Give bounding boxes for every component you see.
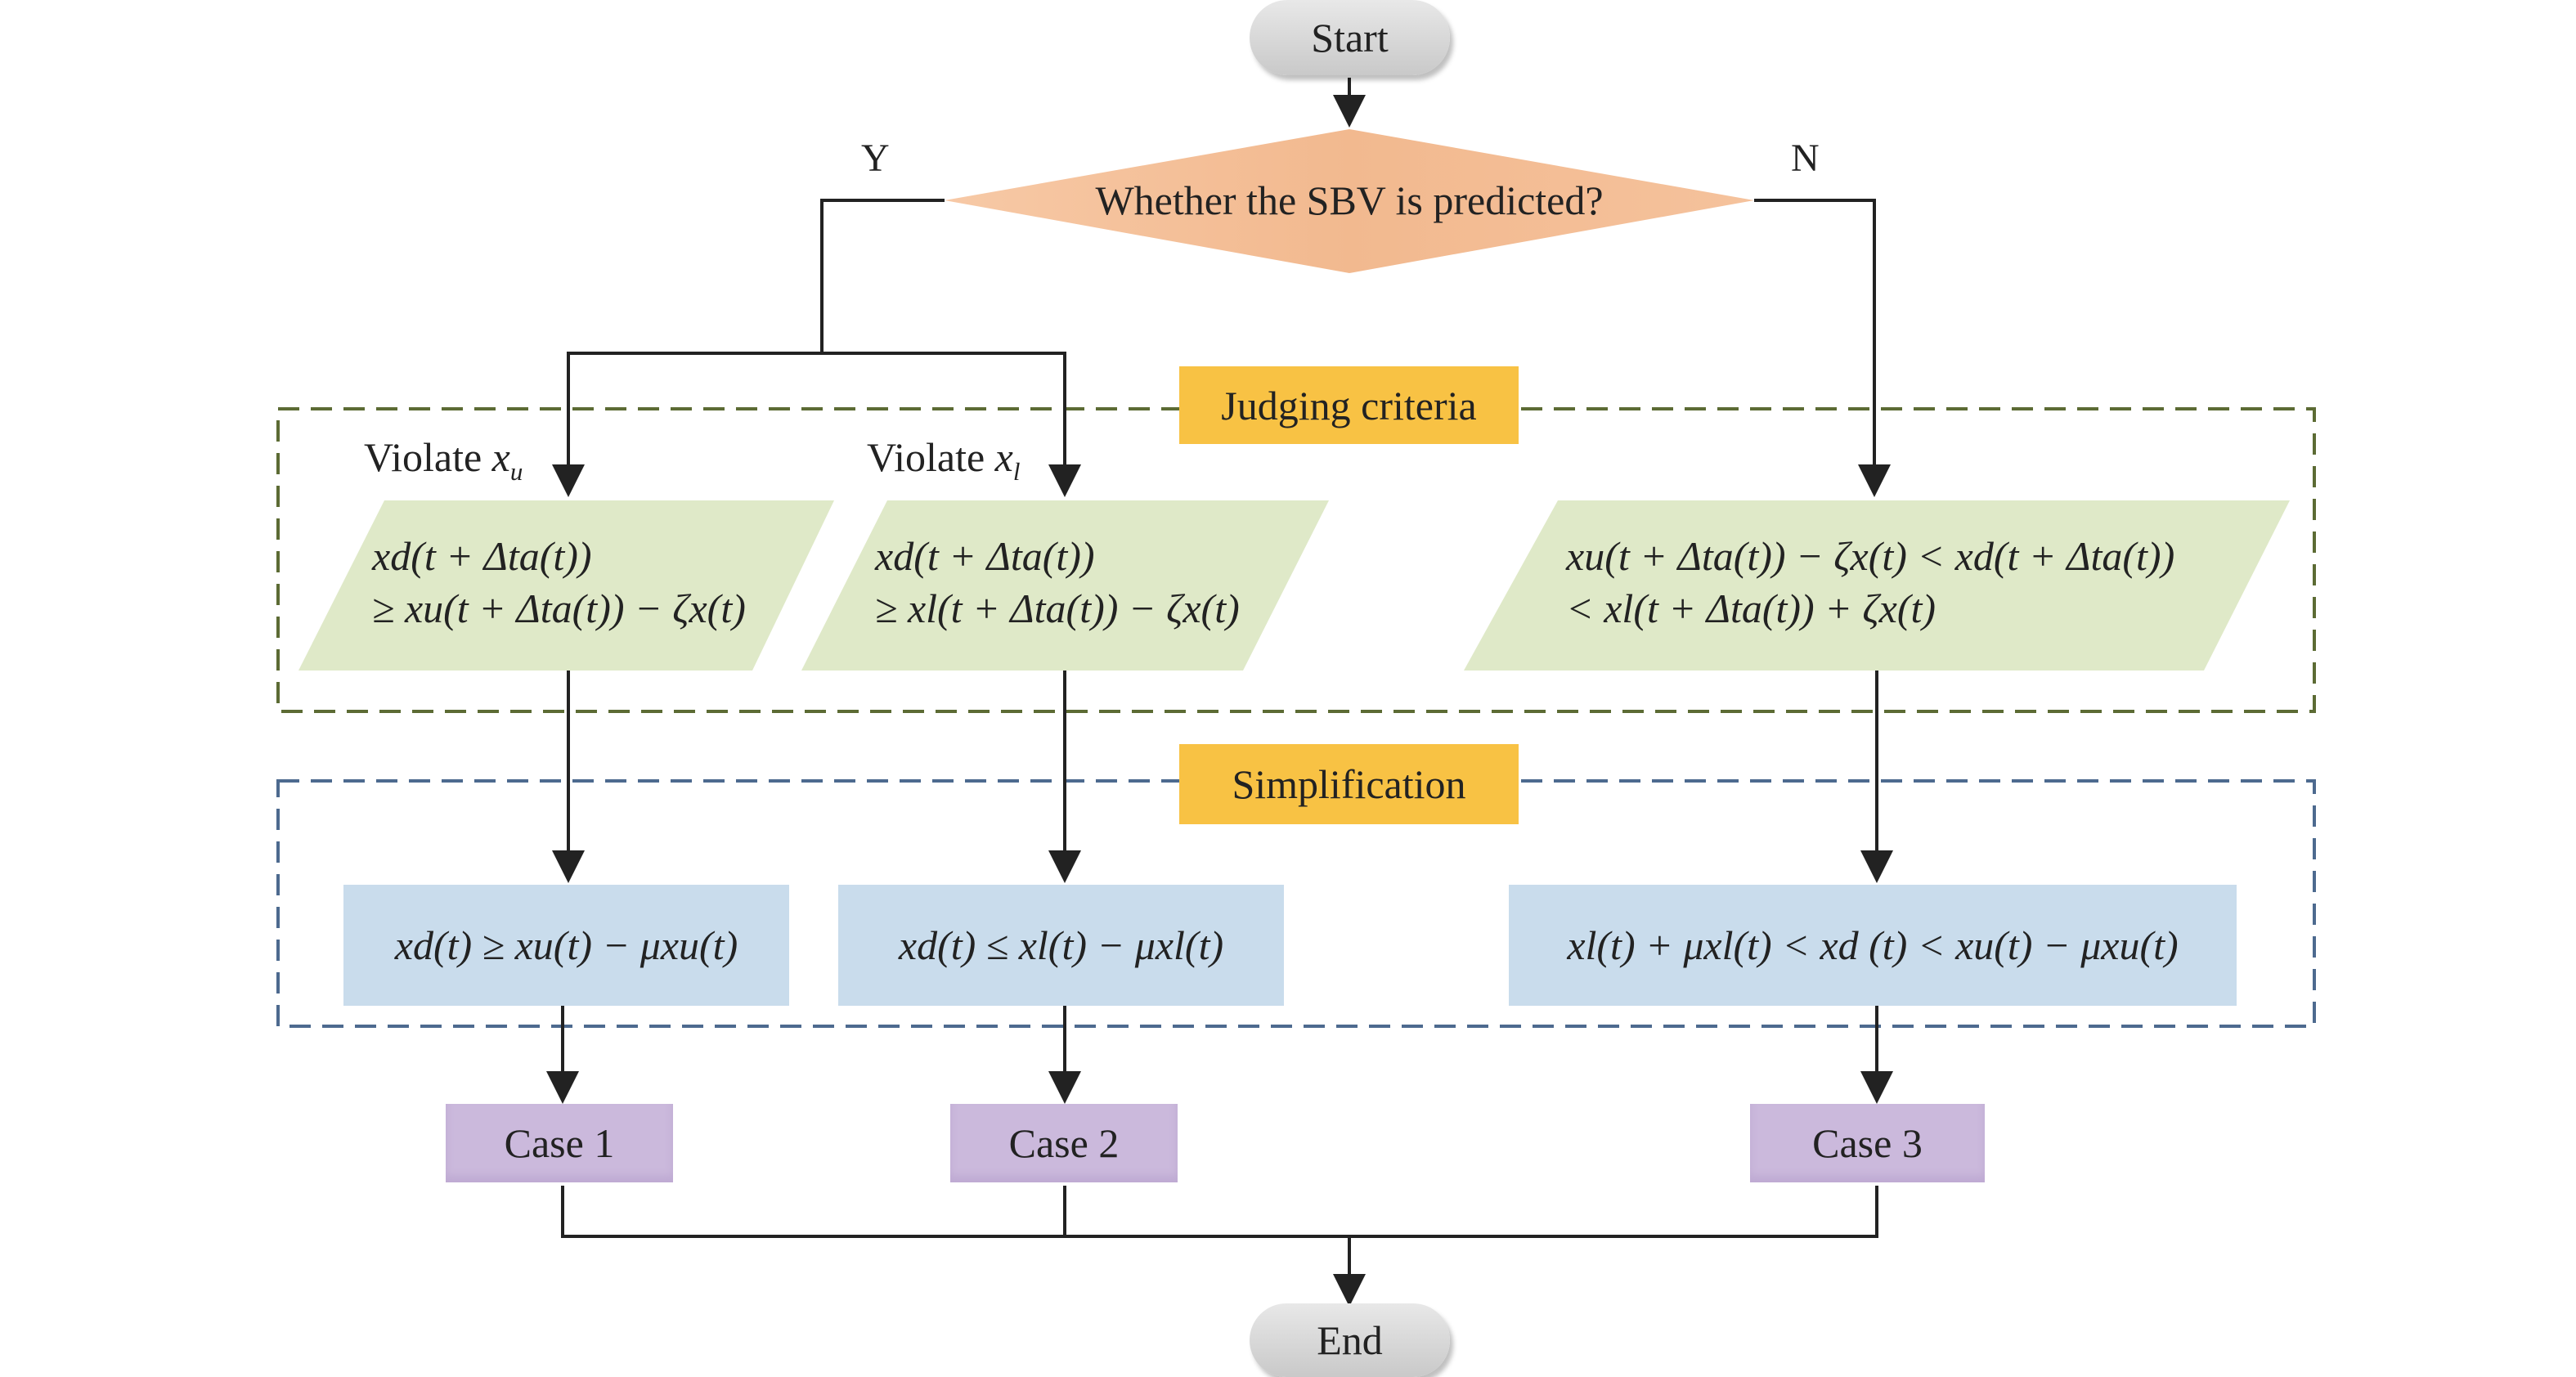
connector-merge (561, 1186, 1878, 1238)
criterion-upper-line2: ≥ xu(t + Δta(t)) − ζx(t) (372, 585, 746, 631)
simplified-no-violation-box: xl(t) + μxl(t) < xd (t) < xu(t) − μxu(t) (1509, 885, 2237, 1006)
simplified-lower-box: xd(t) ≤ xl(t) − μxl(t) (838, 885, 1284, 1006)
judging-criteria-tag: Judging criteria (1179, 366, 1519, 444)
connector-no-branch (1754, 199, 1891, 497)
case-3-box: Case 3 (1750, 1104, 1985, 1182)
criterion-no-violation-line2: < xl(t + Δta(t)) + ζx(t) (1566, 585, 1936, 631)
simplification-tag: Simplification (1179, 744, 1519, 824)
decision-text: Whether the SBV is predicted? (1095, 177, 1604, 223)
criterion-parallelogram-lower (801, 500, 1329, 671)
connector-yes-branch (820, 199, 945, 353)
criterion-upper-line1: xd(t + Δta(t)) (372, 533, 592, 579)
criterion-lower-line1: xd(t + Δta(t)) (875, 533, 1095, 579)
no-label: N (1791, 137, 1820, 180)
connector-to-lower (822, 352, 1081, 497)
criterion-parallelogram-upper (298, 500, 834, 671)
start-terminal: Start (1250, 0, 1450, 75)
violate-xu-heading: Violate xu (364, 434, 523, 486)
simplified-upper-box: xd(t) ≥ xu(t) − μxu(t) (343, 885, 789, 1006)
decision-diamond (945, 129, 1754, 273)
end-label: End (1317, 1317, 1383, 1363)
criterion-no-violation-line1: xu(t + Δta(t)) − ζx(t) < xd(t + Δta(t)) (1566, 533, 2175, 579)
criterion-lower-text: xd(t + Δta(t)) ≥ xl(t + Δta(t)) − ζx(t) (875, 530, 1240, 635)
start-label: Start (1311, 15, 1389, 61)
violate-xl-heading: Violate xl (867, 434, 1021, 486)
yes-label: Y (861, 137, 890, 180)
end-terminal: End (1250, 1303, 1450, 1377)
case-2-box: Case 2 (950, 1104, 1178, 1182)
criterion-upper-text: xd(t + Δta(t)) ≥ xu(t + Δta(t)) − ζx(t) (372, 530, 746, 635)
criterion-no-violation-text: xu(t + Δta(t)) − ζx(t) < xd(t + Δta(t)) … (1566, 530, 2174, 635)
criterion-lower-line2: ≥ xl(t + Δta(t)) − ζx(t) (875, 585, 1240, 631)
criterion-parallelogram-no-violation (1464, 500, 2290, 671)
case-1-box: Case 1 (446, 1104, 673, 1182)
connector-to-upper (552, 352, 822, 497)
